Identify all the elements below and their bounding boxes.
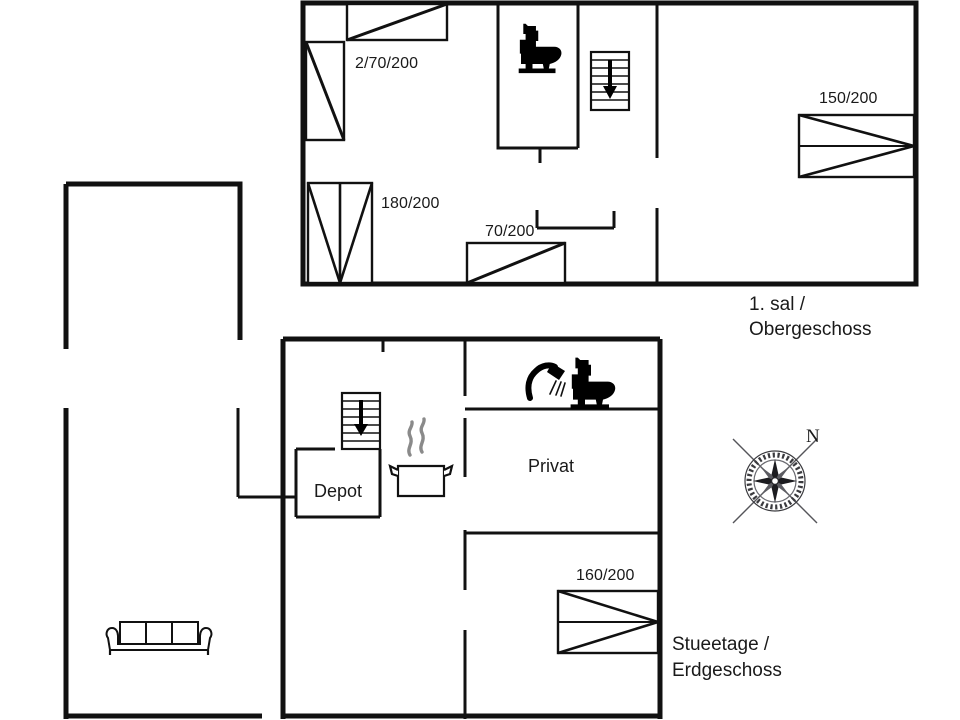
label-upper-bed-180: 180/200 xyxy=(381,195,440,212)
sofa-icon xyxy=(105,621,213,655)
upper-toilet-icon xyxy=(518,23,562,74)
upper-stairs-down-icon xyxy=(589,50,631,112)
upper-floor-interior-walls xyxy=(496,4,659,283)
label-depot: Depot xyxy=(314,481,363,501)
ground-floor-interior-walls xyxy=(236,340,660,719)
ground-stairs-down-icon xyxy=(340,391,382,451)
shower-icon xyxy=(525,362,566,401)
upper-bed-single-pair xyxy=(304,2,449,142)
floor-caption-ground-line2: Erdgeschoss xyxy=(672,660,782,681)
label-ground-bed-160: 160/200 xyxy=(576,567,635,584)
upper-floor-group xyxy=(300,0,919,287)
floor-caption-upper-line2: Obergeschoss xyxy=(749,319,872,340)
upper-floor-outer-walls xyxy=(300,0,919,287)
ground-bed-double-160 xyxy=(556,589,660,655)
upper-bed-double-150 xyxy=(797,113,916,179)
compass-north-label: N xyxy=(806,426,820,447)
ground-toilet-icon xyxy=(570,357,616,410)
cooking-pot-icon xyxy=(388,417,454,498)
label-upper-bed-150: 150/200 xyxy=(819,90,878,107)
floor-caption-ground-line1: Stueetage / xyxy=(672,634,770,655)
ground-floor-outer-walls xyxy=(63,181,663,719)
label-upper-bed-70: 70/200 xyxy=(485,223,535,240)
upper-bed-double-180 xyxy=(306,181,374,285)
label-upper-bed-pair: 2/70/200 xyxy=(355,55,419,72)
compass-rose-icon xyxy=(732,438,818,524)
upper-bed-single-70 xyxy=(465,241,567,285)
ground-floor-group xyxy=(63,181,663,719)
label-privat: Privat xyxy=(528,456,575,476)
floor-caption-upper-line1: 1. sal / xyxy=(749,294,805,315)
